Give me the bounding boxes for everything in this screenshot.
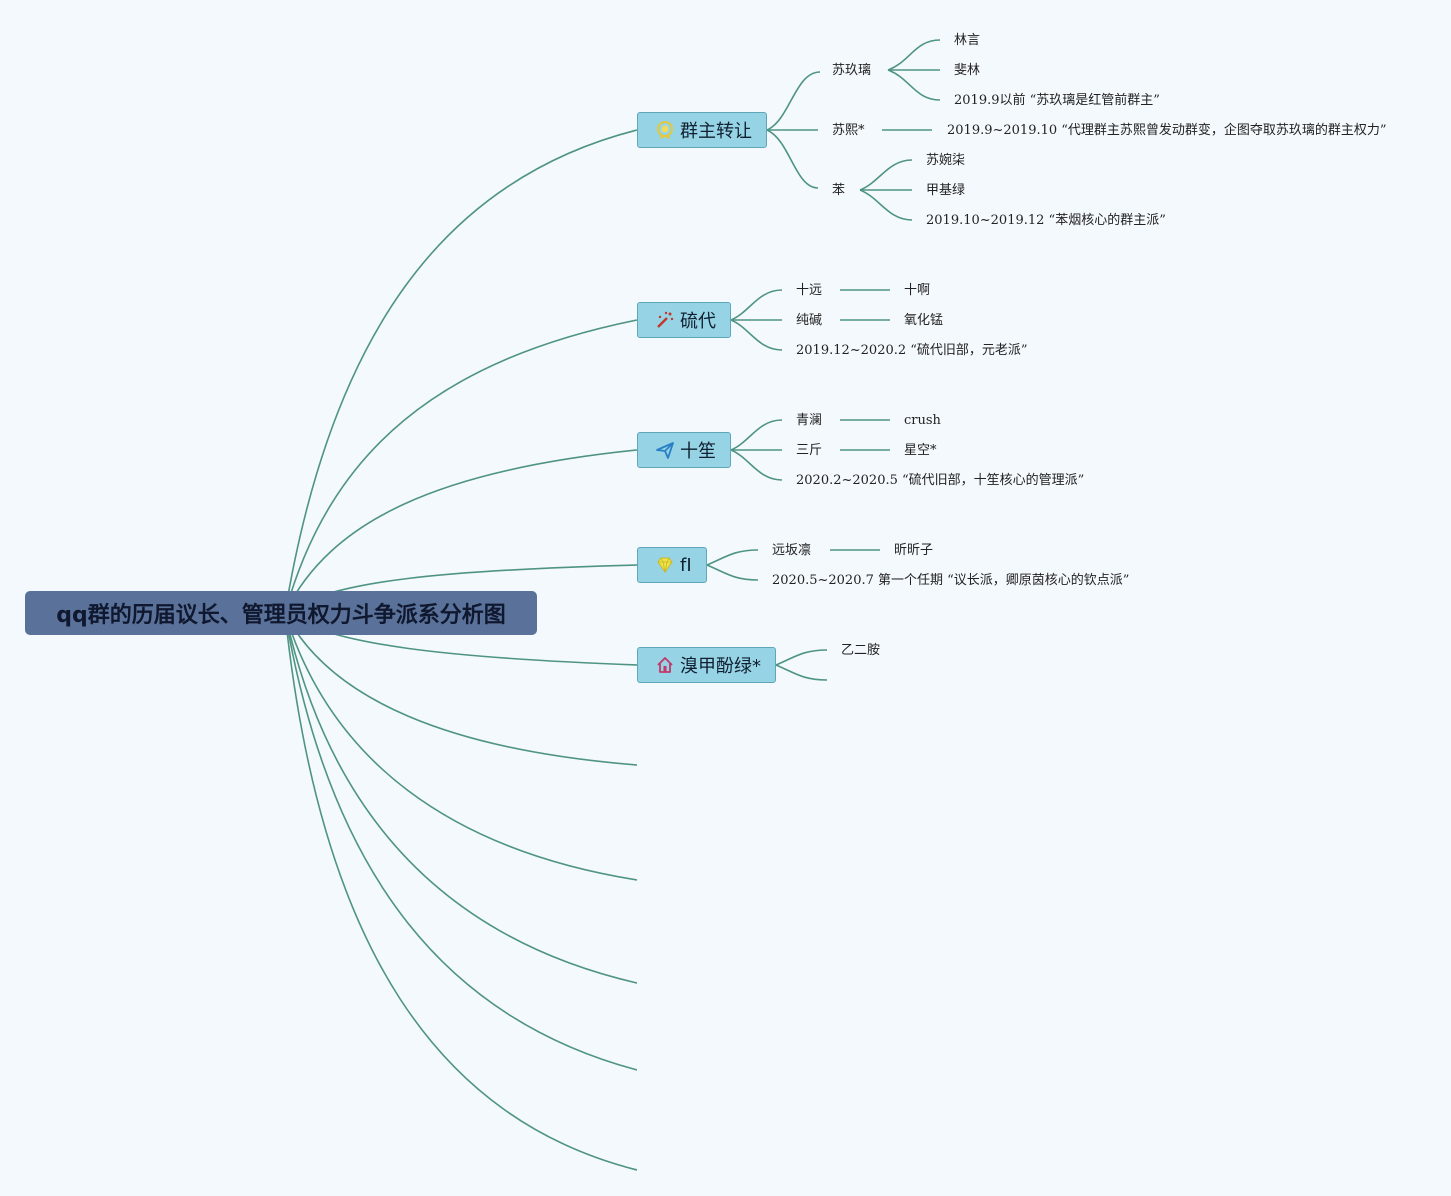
leaf-shi-yuan[interactable]: 十远 bbox=[796, 283, 823, 298]
link-b3-note bbox=[730, 449, 783, 481]
branch-xiujiafenlv[interactable]: 溴甲酚绿* bbox=[637, 647, 776, 683]
leaf-liudai-note[interactable]: 2019.12~2020.2 “硫代旧部，元老派” bbox=[796, 343, 1028, 358]
paper-plane-icon bbox=[654, 439, 676, 461]
leaf-chun-jian[interactable]: 纯碱 bbox=[796, 313, 823, 328]
leaf-xing-kong[interactable]: 星空* bbox=[904, 443, 937, 458]
link-sujiuli-note bbox=[887, 69, 941, 101]
leaf-jia-jilv[interactable]: 甲基绿 bbox=[926, 183, 966, 198]
branch-label: 十笙 bbox=[680, 441, 716, 462]
link-b4-note bbox=[706, 564, 759, 581]
leaf-san-jin[interactable]: 三斤 bbox=[796, 443, 823, 458]
link-root-empty-5 bbox=[284, 612, 638, 1171]
home-icon bbox=[654, 654, 676, 676]
link-ben-su bbox=[859, 159, 913, 191]
leaf-fi-note[interactable]: 2020.5~2020.7 第一个任期 “议长派，卿原茵核心的钦点派” bbox=[772, 573, 1130, 588]
leaf-su-xi-note[interactable]: 2019.9~2019.10 “代理群主苏熙曾发动群变，企图夺取苏玖璃的群主权力… bbox=[947, 123, 1387, 138]
branch-fi[interactable]: fI bbox=[637, 547, 707, 583]
link-b2-shiyuan bbox=[730, 289, 783, 321]
link-root-empty-4 bbox=[284, 612, 638, 1071]
branch-label: 硫代 bbox=[680, 311, 716, 332]
link-root-b1 bbox=[284, 129, 638, 614]
leaf-su-xi[interactable]: 苏熙* bbox=[832, 123, 865, 138]
leaf-ben[interactable]: 苯 bbox=[832, 183, 846, 198]
link-root-empty-2 bbox=[284, 612, 638, 881]
link-b1-su-jiuli bbox=[766, 71, 821, 131]
root-topic[interactable]: qq群的历届议长、管理员权力斗争派系分析图 bbox=[25, 591, 537, 635]
link-sujiuli-lin bbox=[887, 39, 941, 71]
leaf-crush[interactable]: crush bbox=[904, 413, 941, 428]
branch-liudai[interactable]: 硫代 bbox=[637, 302, 731, 338]
leaf-lin-yan[interactable]: 林言 bbox=[954, 33, 981, 48]
branch-qunzhu-zhuanrang[interactable]: 群主转让 bbox=[637, 112, 767, 148]
leaf-su-wanshen[interactable]: 苏婉柒 bbox=[926, 153, 966, 168]
gold-medal-icon bbox=[654, 119, 676, 141]
branch-shisheng[interactable]: 十笙 bbox=[637, 432, 731, 468]
root-title: qq群的历届议长、管理员权力斗争派系分析图 bbox=[56, 603, 506, 628]
link-ben-note bbox=[859, 189, 913, 221]
link-root-b2 bbox=[284, 319, 638, 614]
leaf-ben-note[interactable]: 2019.10~2019.12 “苯烟核心的群主派” bbox=[926, 213, 1166, 228]
link-b5-yierian bbox=[775, 649, 828, 666]
link-b3-qinglan bbox=[730, 419, 783, 451]
branch-label: fI bbox=[680, 554, 692, 576]
link-b4-yuanban bbox=[706, 549, 759, 566]
leaf-shisheng-note[interactable]: 2020.2~2020.5 “硫代旧部，十笙核心的管理派” bbox=[796, 473, 1085, 488]
leaf-yuan-ban-lin[interactable]: 远坂凛 bbox=[772, 543, 812, 558]
leaf-yi-er-an[interactable]: 乙二胺 bbox=[841, 643, 881, 658]
leaf-su-jiuli[interactable]: 苏玖璃 bbox=[832, 63, 872, 78]
link-b2-note bbox=[730, 319, 783, 351]
link-root-empty-3 bbox=[284, 612, 638, 984]
leaf-shi-a[interactable]: 十啊 bbox=[904, 283, 931, 298]
leaf-yang-hua-meng[interactable]: 氧化锰 bbox=[904, 313, 944, 328]
link-root-b3 bbox=[284, 449, 638, 614]
leaf-xin-xin-zi[interactable]: 昕昕子 bbox=[894, 543, 934, 558]
leaf-su-jiuli-note[interactable]: 2019.9以前 “苏玖璃是红管前群主” bbox=[954, 93, 1160, 108]
branch-label: 溴甲酚绿* bbox=[680, 656, 761, 677]
branch-label: 群主转让 bbox=[680, 121, 752, 142]
sparkle-wand-icon bbox=[654, 309, 676, 331]
link-root-empty-1 bbox=[284, 612, 638, 766]
leaf-fei-lin[interactable]: 斐林 bbox=[954, 63, 981, 78]
diamond-icon bbox=[654, 554, 676, 576]
leaf-qing-lan[interactable]: 青澜 bbox=[796, 413, 823, 428]
link-b1-ben bbox=[766, 129, 819, 189]
link-b5-empty bbox=[775, 664, 828, 681]
